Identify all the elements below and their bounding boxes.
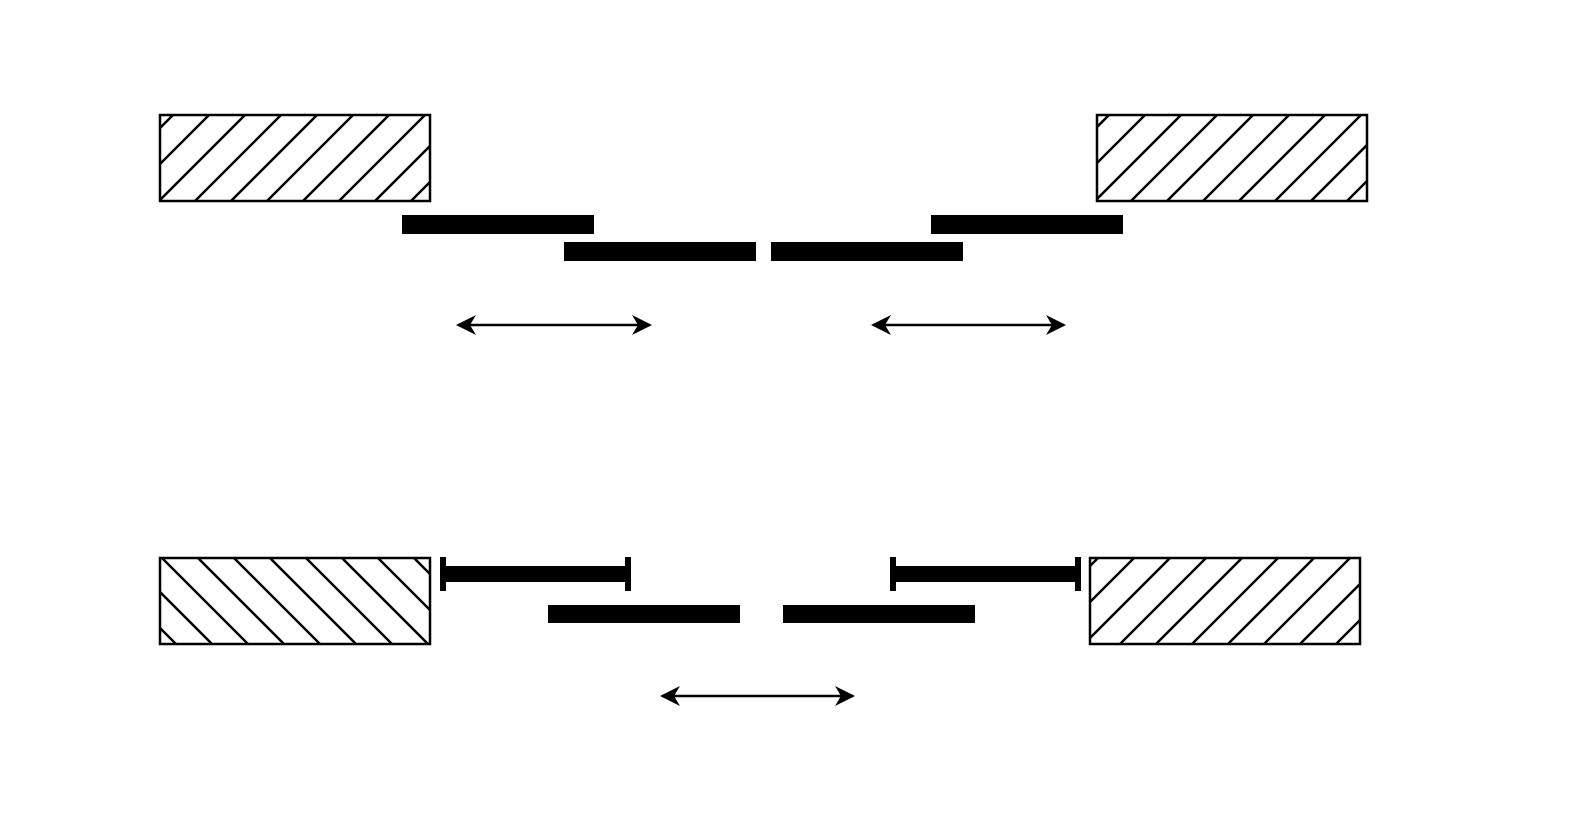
top-bar-left-lower xyxy=(564,242,756,261)
end-stop xyxy=(625,557,631,591)
top-right-fixed-block xyxy=(1095,113,1369,203)
bottom-bar-left-lower xyxy=(548,605,740,623)
top-bar-left-upper xyxy=(402,215,594,234)
bottom-bar-left-upper xyxy=(440,557,631,591)
bottom-left-fixed-block xyxy=(158,556,432,646)
bottom-panel xyxy=(158,556,1362,706)
top-left-fixed-block xyxy=(158,113,432,203)
bottom-bar-right-lower xyxy=(783,605,975,623)
bottom-right-fixed-block xyxy=(1088,556,1362,646)
end-stop xyxy=(440,557,446,591)
top-bar-right-lower xyxy=(771,242,963,261)
bottom-bar-right-upper xyxy=(890,557,1081,591)
end-stop xyxy=(890,557,896,591)
top-bar-right-upper xyxy=(931,215,1123,234)
end-stop xyxy=(1075,557,1081,591)
top-panel xyxy=(158,113,1369,335)
